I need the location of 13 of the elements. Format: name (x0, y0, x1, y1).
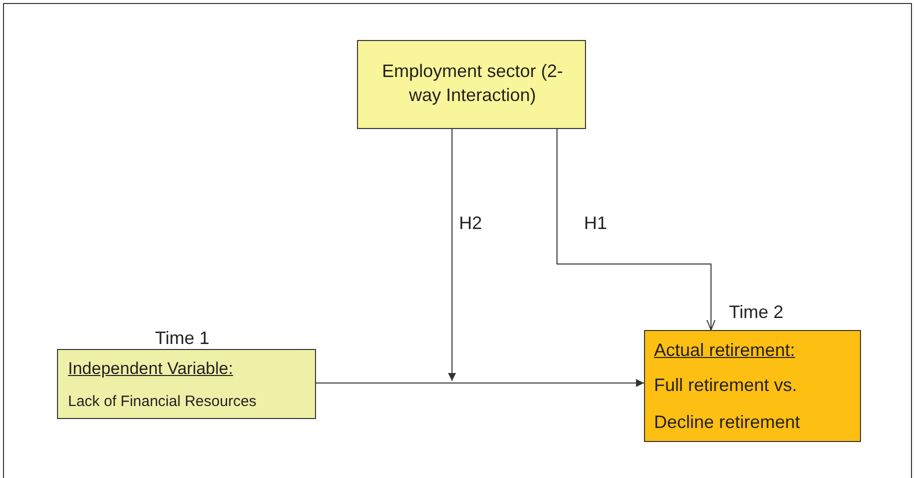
arrow (556, 128, 716, 330)
variable-box (644, 330, 861, 442)
box-heading: Actual retirement: (654, 340, 796, 361)
box-text: Employment sector (2-way Interaction) (380, 60, 564, 107)
box-text: Lack of Financial Resources (68, 393, 256, 410)
arrow (316, 379, 644, 387)
box-text: Full retirement vs. Decline retirement (654, 374, 802, 434)
variable-box (57, 349, 316, 419)
box-heading: Independent Variable: (68, 359, 234, 379)
time-label: Time 1 (155, 328, 210, 349)
variable-box (357, 40, 586, 129)
time-label: Time 2 (729, 302, 784, 323)
arrow (448, 128, 456, 382)
